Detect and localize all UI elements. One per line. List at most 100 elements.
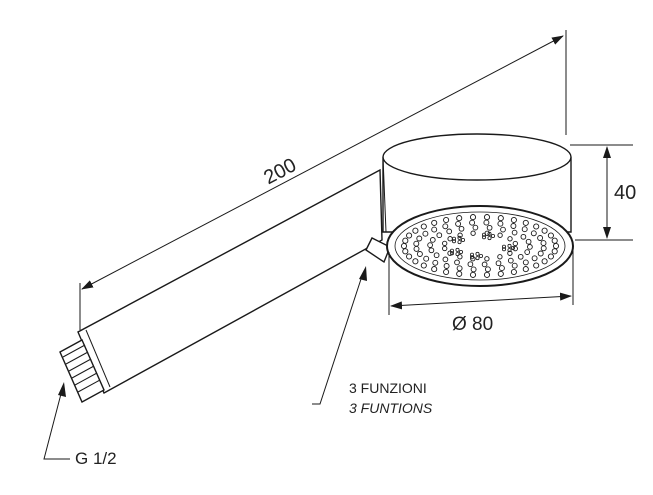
nozzle <box>490 233 495 238</box>
nozzle <box>522 219 529 226</box>
functions-label-english: 3 FUNTIONS <box>349 400 433 416</box>
nozzle <box>486 224 493 231</box>
nozzle <box>531 255 538 262</box>
nozzle <box>497 270 504 277</box>
nozzle <box>422 230 429 237</box>
nozzle <box>412 227 419 234</box>
nozzle <box>520 233 527 240</box>
nozzle <box>451 239 456 244</box>
nozzle <box>416 235 423 242</box>
nozzle <box>517 253 524 260</box>
nozzle <box>469 255 474 260</box>
nozzle <box>429 237 436 243</box>
nozzle <box>456 270 463 277</box>
nozzle <box>524 249 531 255</box>
nozzle <box>525 238 532 245</box>
nozzle <box>522 266 529 273</box>
nozzle <box>527 244 533 250</box>
functions-callout: 3 FUNZIONI 3 FUNTIONS <box>312 266 433 416</box>
nozzle <box>416 251 423 257</box>
nozzle <box>460 237 465 242</box>
nozzle <box>507 257 514 264</box>
diameter-dimension-line <box>390 292 572 310</box>
thread-ridge <box>65 351 89 365</box>
nozzle <box>455 252 460 257</box>
nozzle <box>467 261 474 268</box>
nozzle <box>497 220 504 227</box>
nozzle <box>500 226 506 233</box>
nozzle <box>431 219 438 226</box>
thread-ridge <box>74 372 98 386</box>
nozzle <box>469 219 476 226</box>
nozzle <box>522 259 529 266</box>
nozzle <box>497 232 503 238</box>
nozzle <box>530 230 537 237</box>
nozzle <box>428 247 435 254</box>
thread-ridge <box>71 365 95 379</box>
handle-body <box>77 168 383 394</box>
nozzle <box>475 251 480 256</box>
nozzle <box>501 244 506 249</box>
functions-leader-arrowhead <box>359 266 367 281</box>
thread-leader-arrowhead <box>58 382 66 397</box>
nozzle <box>512 245 518 252</box>
nozzle <box>451 236 456 241</box>
nozzle <box>541 227 548 234</box>
height-dimension-label: 40 <box>614 182 636 204</box>
nozzle <box>457 254 463 260</box>
nozzle <box>420 223 427 230</box>
nozzle <box>495 260 502 267</box>
nozzle <box>423 255 430 262</box>
nozzle <box>456 215 463 222</box>
nozzle <box>537 235 544 241</box>
nozzle <box>507 243 512 248</box>
nozzle <box>511 262 518 269</box>
nozzle <box>469 271 477 278</box>
nozzle <box>449 251 454 256</box>
nozzle <box>487 236 492 241</box>
diameter-dimension-label: Ø 80 <box>452 314 493 335</box>
thread-ridge <box>62 344 86 358</box>
nozzle <box>443 216 450 224</box>
nozzle <box>497 254 503 260</box>
nozzle <box>436 232 443 239</box>
nozzle <box>551 248 558 255</box>
nozzle <box>507 248 512 253</box>
nozzle <box>447 250 453 256</box>
nozzle <box>457 232 463 238</box>
spray-face-inner-rim <box>394 211 566 281</box>
nozzle <box>481 261 488 268</box>
nozzle <box>484 256 490 262</box>
length-dimension-line <box>81 35 564 290</box>
nozzle <box>478 253 483 258</box>
thread-ridge <box>68 358 92 372</box>
nozzle <box>442 256 449 263</box>
nozzle <box>402 237 409 244</box>
nozzle <box>413 240 420 247</box>
nozzle <box>547 253 554 260</box>
nozzle <box>533 223 540 230</box>
nozzle <box>487 231 492 236</box>
handle <box>59 168 383 403</box>
nozzle <box>521 226 528 233</box>
thread-connector <box>59 339 105 403</box>
diameter-dimension: Ø 80 <box>388 242 574 335</box>
nozzle <box>427 242 433 248</box>
head-top <box>382 133 572 181</box>
head-side-left <box>382 156 387 233</box>
nozzle <box>483 271 491 278</box>
nozzle <box>540 240 547 247</box>
functions-leader-line <box>312 275 363 405</box>
nozzle <box>510 245 515 250</box>
nozzle <box>498 265 505 272</box>
nozzle <box>510 223 517 229</box>
nozzle <box>469 214 477 221</box>
nozzle <box>457 240 462 245</box>
nozzle <box>454 259 460 266</box>
nozzle <box>443 268 450 276</box>
nozzle <box>501 247 506 252</box>
nozzle <box>442 245 448 252</box>
nozzle <box>507 250 513 256</box>
nozzle <box>551 237 558 244</box>
